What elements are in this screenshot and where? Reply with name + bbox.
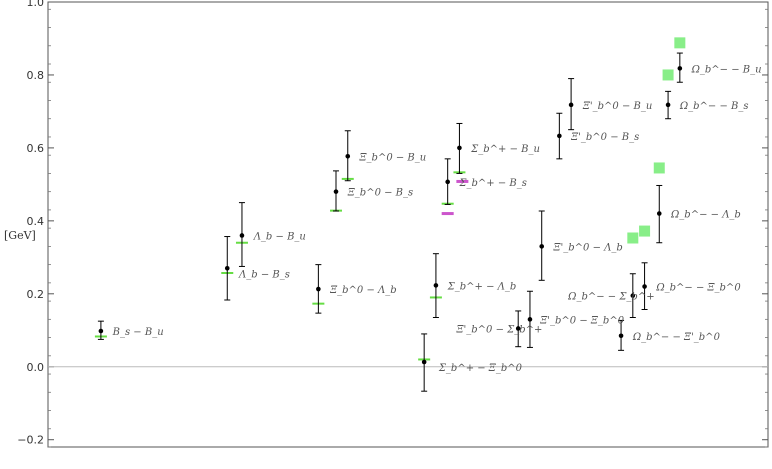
data-point — [345, 153, 351, 159]
point-label: Ξ'_b^0 − Λ_b — [552, 242, 622, 253]
data-point — [433, 283, 439, 288]
point-label: Λ_b − B_s — [238, 270, 290, 281]
point-label: Ξ'_b^0 − Σ_b^+ — [455, 324, 542, 335]
data-point — [665, 102, 671, 108]
point-label: Ω_b^− − Λ_b — [670, 210, 741, 221]
data-point — [515, 326, 521, 331]
y-tick-label: 0.4 — [27, 215, 45, 228]
point-label: Σ_b^+ − Λ_b — [447, 281, 517, 292]
data-point — [630, 293, 636, 298]
point-label: Λ_b − B_u — [253, 231, 306, 242]
data-point — [224, 265, 230, 271]
data-point — [618, 333, 624, 339]
square-marker — [653, 162, 665, 174]
point-label: Ω_b^− − Σ_b^+ — [567, 292, 654, 303]
y-tick-label: 0.6 — [27, 142, 45, 155]
data-point — [527, 317, 533, 322]
data-point — [239, 233, 245, 238]
data-point — [642, 284, 647, 289]
y-tick-label: 0.2 — [27, 288, 45, 301]
point-label: Ω_b^− − B_s — [679, 101, 749, 112]
data-point — [445, 179, 450, 185]
square-marker — [627, 232, 639, 244]
square-marker — [662, 69, 674, 81]
plot-border — [47, 1, 769, 448]
point-label: Ξ_b^0 − Λ_b — [329, 285, 397, 296]
data-point — [677, 66, 683, 71]
y-axis-label: [GeV] — [4, 229, 36, 242]
point-labels: B_s − B_u Λ_b − B_uΛ_b − B_sΞ_b^0 − Λ_b Ξ_… — [112, 64, 762, 373]
data-point — [316, 286, 321, 292]
point-label: Σ_b^+ − Ξ_b^0 — [438, 363, 523, 374]
point-label: Ξ'_b^0 − Ξ_b^0 — [539, 315, 624, 326]
data-point — [98, 328, 104, 334]
point-label: Ξ_b^0 − B_u — [359, 152, 427, 163]
data-point — [421, 359, 427, 365]
square-marker — [639, 225, 651, 237]
point-label: Ω_b^− − Ξ_b^0 — [655, 283, 741, 294]
y-tick-label: −0.2 — [17, 434, 44, 447]
y-tick-label: 0.0 — [27, 361, 45, 374]
y-axis: −0.2 0.0 0.2 0.4 0.6 0.8 1.0 — [17, 0, 768, 448]
point-label: Ξ'_b^0 − B_s — [570, 132, 639, 143]
data-point — [539, 244, 545, 249]
point-label: Ξ_b^0 − B_s — [347, 188, 413, 199]
data-point — [557, 133, 562, 139]
point-label: Σ_b^+ − B_u — [470, 144, 540, 155]
square-marker — [674, 37, 686, 49]
point-label: Σ_b^+ − B_s — [458, 178, 526, 189]
plot-frame — [47, 1, 769, 448]
data-point — [457, 145, 462, 151]
data-point — [656, 211, 662, 216]
point-label: Ω_b^− − Ξ'_b^0 — [632, 332, 721, 343]
data-point — [333, 189, 339, 194]
point-label: Ξ'_b^0 − B_u — [582, 101, 652, 112]
y-tick-label: 1.0 — [27, 0, 45, 9]
data-points — [97, 52, 683, 392]
data-point — [568, 102, 574, 108]
point-label: B_s − B_u — [112, 327, 164, 338]
point-label: Ω_b^− − B_u — [691, 64, 762, 75]
y-tick-label: 0.8 — [27, 69, 45, 82]
